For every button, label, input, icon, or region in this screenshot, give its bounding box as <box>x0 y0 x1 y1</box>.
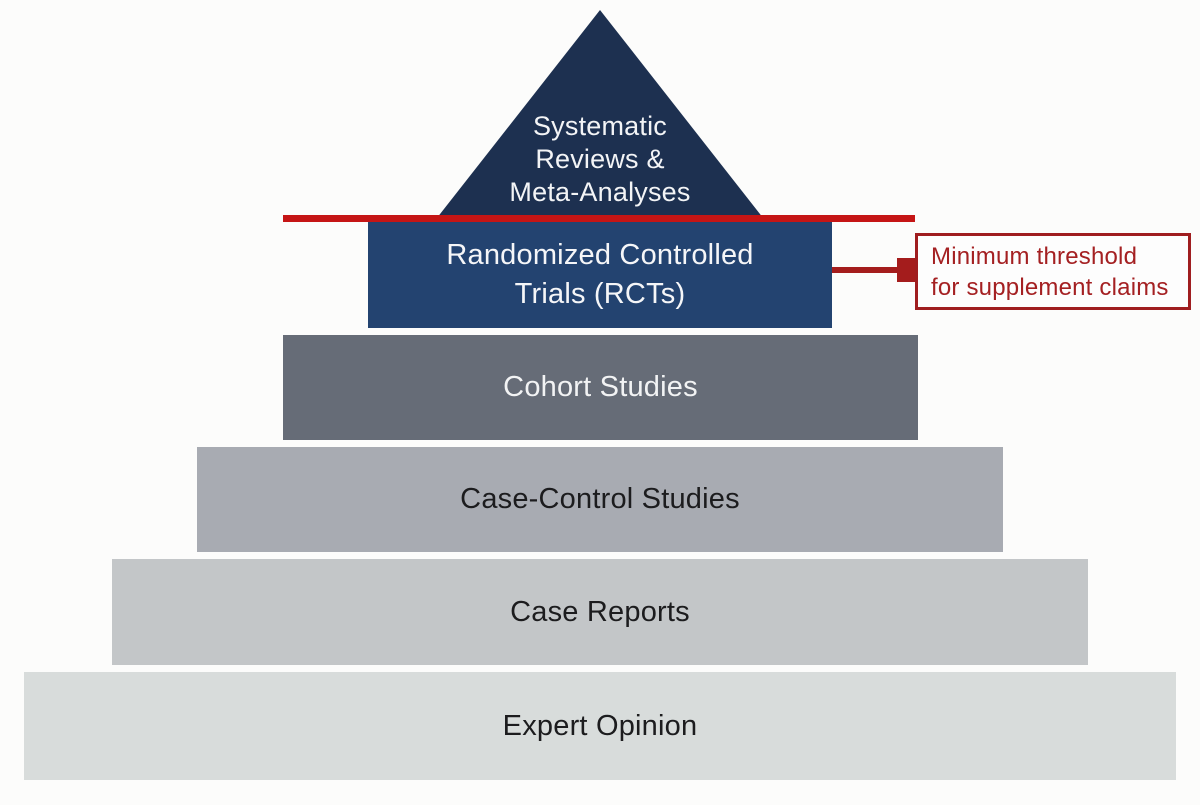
label-line: Randomized Controlled <box>446 239 754 271</box>
threshold-annotation-box: Minimum threshold for supplement claims <box>915 233 1191 310</box>
level-rct-label: Randomized Controlled Trials (RCTs) <box>446 236 753 314</box>
label-line: Reviews & <box>535 144 665 174</box>
level-cohort-label: Cohort Studies <box>503 371 698 403</box>
label-line: Meta-Analyses <box>509 177 691 207</box>
level-rct: Randomized Controlled Trials (RCTs) <box>368 222 832 328</box>
threshold-line <box>283 215 915 222</box>
label-line: Trials (RCTs) <box>514 278 686 310</box>
annotation-line: for supplement claims <box>931 273 1169 301</box>
level-cohort-studies: Cohort Studies <box>283 335 918 440</box>
level-systematic-reviews: Systematic Reviews & Meta-Analyses <box>433 10 767 223</box>
level-case-reports: Case Reports <box>112 559 1088 665</box>
label-line: Systematic <box>532 111 668 141</box>
threshold-arrow-head-icon <box>897 258 916 282</box>
level-systematic-reviews-label: Systematic Reviews & Meta-Analyses <box>509 110 690 223</box>
threshold-arrow-shaft <box>832 267 898 273</box>
level-case-control-label: Case-Control Studies <box>460 483 740 515</box>
level-case-control-studies: Case-Control Studies <box>197 447 1003 552</box>
level-case-reports-label: Case Reports <box>510 595 690 628</box>
level-expert-opinion-label: Expert Opinion <box>502 709 698 742</box>
level-expert-opinion: Expert Opinion <box>24 672 1176 780</box>
annotation-line: Minimum threshold <box>931 242 1138 270</box>
